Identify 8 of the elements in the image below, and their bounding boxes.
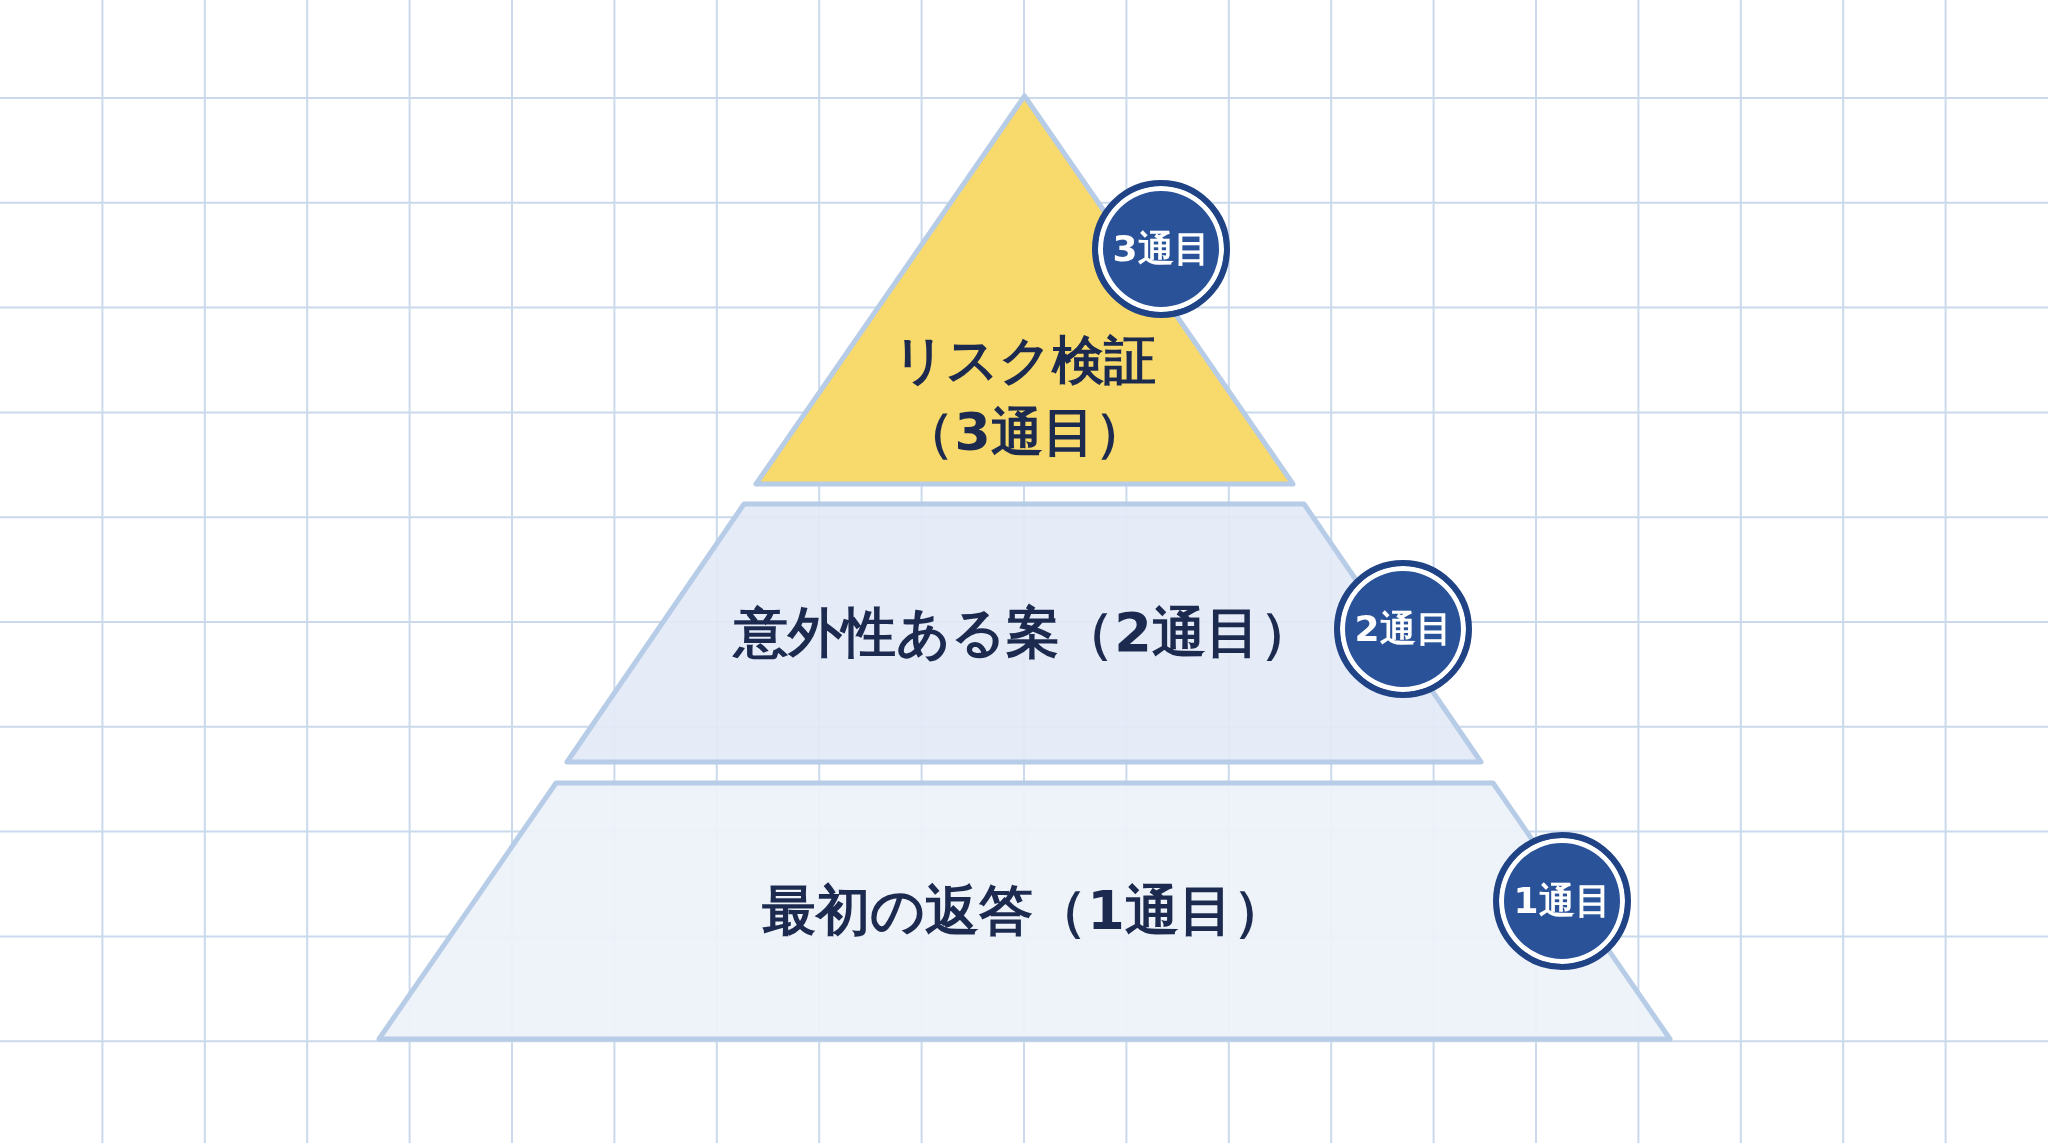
pyramid-tier <box>563 501 1485 765</box>
pyramid-tier <box>375 780 1674 1042</box>
badge-label: 3通目 <box>1112 227 1210 271</box>
tier-label: リスク検証（3通目） <box>892 329 1157 464</box>
tier-label: 意外性ある案（2通目） <box>734 600 1314 666</box>
tier-label: 最初の返答（1通目） <box>762 878 1287 944</box>
badge-label: 2通目 <box>1354 607 1452 651</box>
badge-label: 1通目 <box>1513 879 1611 923</box>
